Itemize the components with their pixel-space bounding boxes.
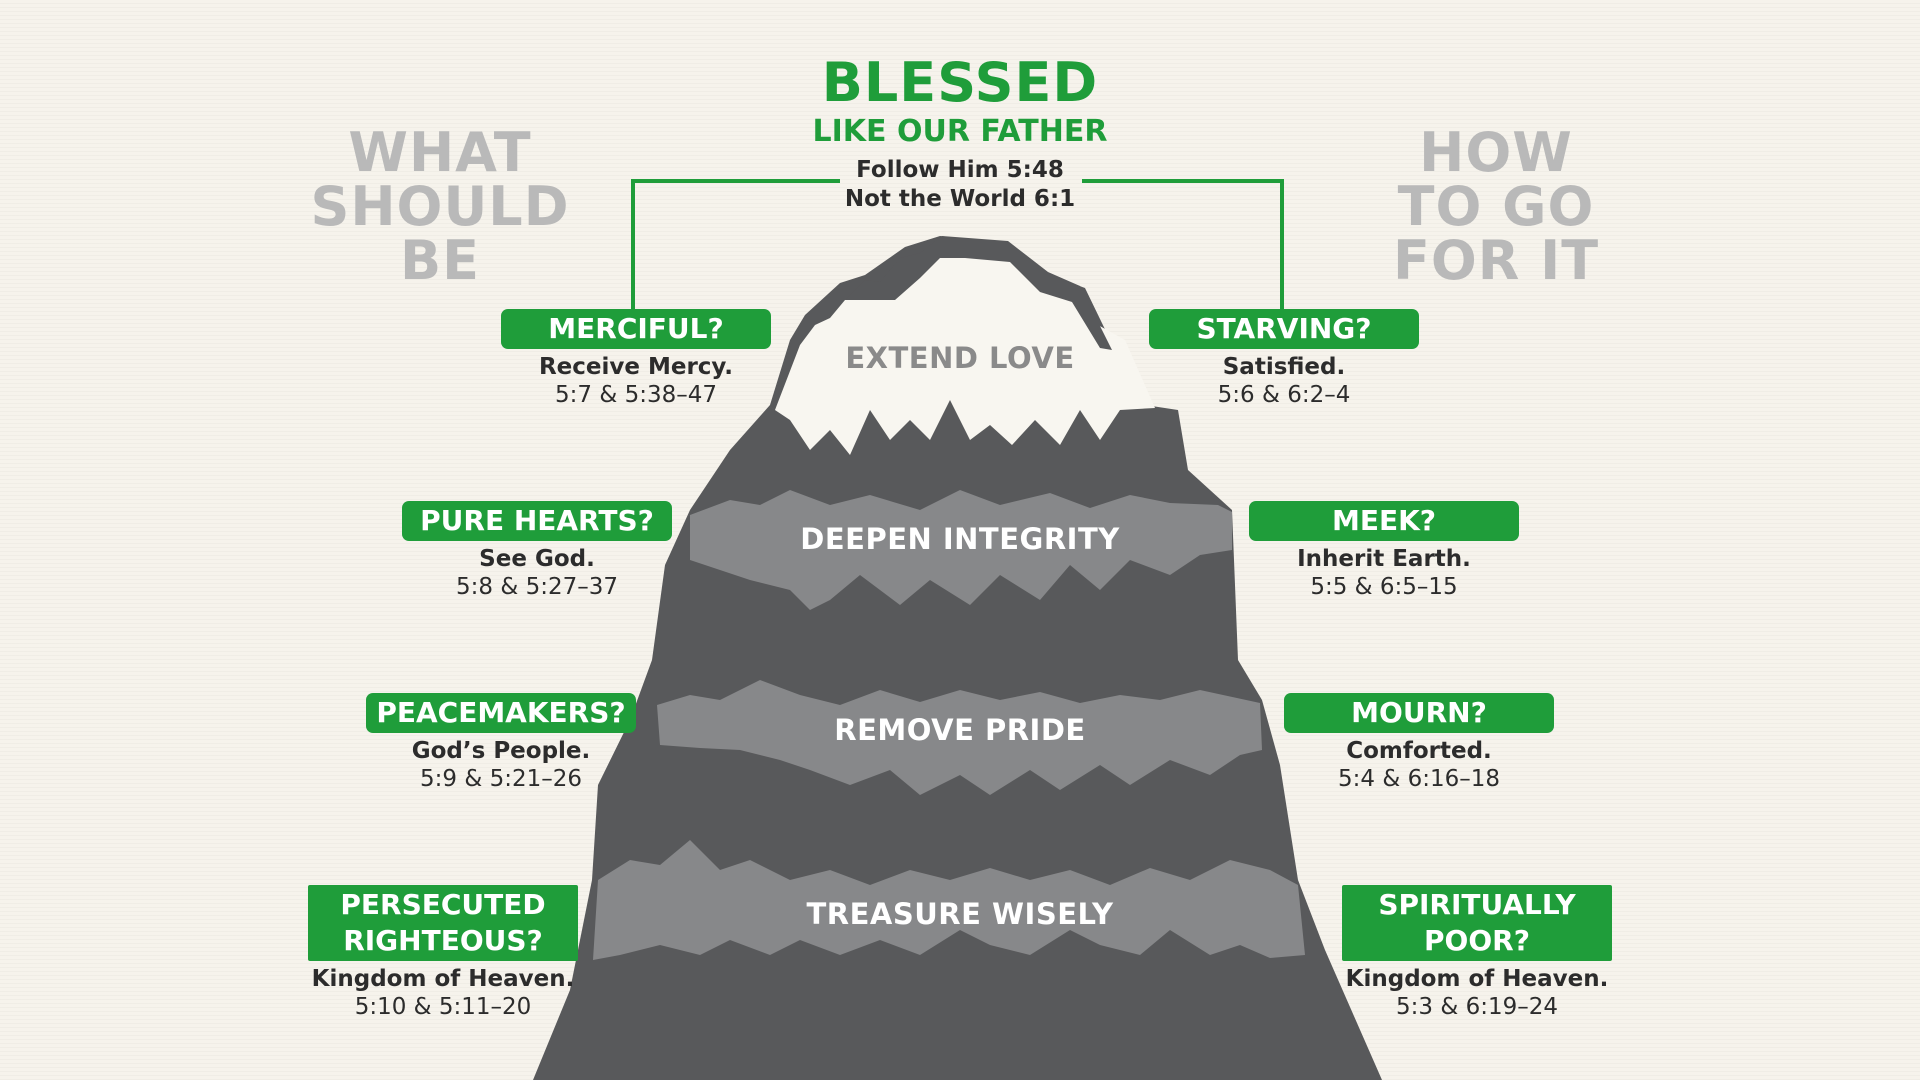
right-heading-line: FOR IT xyxy=(1392,229,1600,292)
meek-result: Inherit Earth. xyxy=(1297,546,1471,572)
rock-band-1 xyxy=(690,490,1232,610)
persecuted-righteous-label: PERSECUTED RIGHTEOUS? xyxy=(308,885,578,961)
persecuted-label-line: RIGHTEOUS? xyxy=(343,924,543,957)
follow-him-line: Follow Him 5:48 xyxy=(856,157,1064,183)
merciful-result: Receive Mercy. xyxy=(538,354,734,380)
peacemakers-desc: God’s People. 5:9 & 5:21–26 xyxy=(351,737,651,793)
spiritually-label-line: POOR? xyxy=(1424,924,1530,957)
right-heading-line: HOW xyxy=(1419,121,1573,184)
persecuted-ref: 5:10 & 5:11–20 xyxy=(354,994,532,1020)
mourn-label: MOURN? xyxy=(1284,693,1554,733)
persecuted-result: Kingdom of Heaven. xyxy=(311,966,575,992)
mourn-result: Comforted. xyxy=(1346,738,1492,764)
rock-band-3 xyxy=(593,840,1305,960)
meek-label: MEEK? xyxy=(1249,501,1519,541)
peacemakers-ref: 5:9 & 5:21–26 xyxy=(420,766,582,792)
page-subtitle: LIKE OUR FATHER xyxy=(812,114,1108,149)
pure-hearts-label: PURE HEARTS? xyxy=(402,501,672,541)
rock-band-2 xyxy=(657,680,1262,795)
layer-label-treasure-wisely: TREASURE WISELY xyxy=(806,897,1114,931)
spiritually-poor-label: SPIRITUALLY POOR? xyxy=(1342,885,1612,961)
mourn-ref: 5:4 & 6:16–18 xyxy=(1338,766,1500,792)
peacemakers-result: God’s People. xyxy=(411,738,591,764)
left-heading-line: SHOULD xyxy=(310,175,570,238)
peacemakers-label: PEACEMAKERS? xyxy=(366,693,636,733)
spiritually-label-line: SPIRITUALLY xyxy=(1378,888,1576,921)
merciful-label: MERCIFUL? xyxy=(501,309,771,349)
left-heading-line: BE xyxy=(399,229,481,292)
meek-desc: Inherit Earth. 5:5 & 6:5–15 xyxy=(1234,545,1534,601)
right-side-heading: HOW TO GO FOR IT xyxy=(1336,126,1656,288)
pure-hearts-desc: See God. 5:8 & 5:27–37 xyxy=(387,545,687,601)
layer-label-deepen-integrity: DEEPEN INTEGRITY xyxy=(800,522,1120,556)
starving-result: Satisfied. xyxy=(1222,354,1346,380)
meek-ref: 5:5 & 6:5–15 xyxy=(1310,574,1458,600)
mourn-desc: Comforted. 5:4 & 6:16–18 xyxy=(1269,737,1569,793)
left-heading-line: WHAT xyxy=(348,121,532,184)
persecuted-label-line: PERSECUTED xyxy=(340,888,546,921)
peak-crown xyxy=(845,236,1112,350)
layer-label-remove-pride: REMOVE PRIDE xyxy=(834,713,1086,747)
spiritually-poor-result: Kingdom of Heaven. xyxy=(1345,966,1609,992)
merciful-ref: 5:7 & 5:38–47 xyxy=(555,382,717,408)
merciful-desc: Receive Mercy. 5:7 & 5:38–47 xyxy=(486,353,786,409)
starving-desc: Satisfied. 5:6 & 6:2–4 xyxy=(1134,353,1434,409)
persecuted-desc: Kingdom of Heaven. 5:10 & 5:11–20 xyxy=(293,965,593,1021)
connector-left xyxy=(631,179,840,310)
pure-hearts-ref: 5:8 & 5:27–37 xyxy=(456,574,618,600)
spiritually-poor-desc: Kingdom of Heaven. 5:3 & 6:19–24 xyxy=(1327,965,1627,1021)
page-title: BLESSED xyxy=(821,51,1099,114)
layer-label-extend-love: EXTEND LOVE xyxy=(845,341,1075,375)
starving-label: STARVING? xyxy=(1149,309,1419,349)
pure-hearts-result: See God. xyxy=(479,546,595,572)
not-the-world-line: Not the World 6:1 xyxy=(844,186,1076,212)
right-heading-line: TO GO xyxy=(1397,175,1595,238)
spiritually-poor-ref: 5:3 & 6:19–24 xyxy=(1396,994,1558,1020)
left-side-heading: WHAT SHOULD BE xyxy=(280,126,600,288)
snow-cap xyxy=(760,250,1155,455)
starving-ref: 5:6 & 6:2–4 xyxy=(1217,382,1351,408)
connector-right xyxy=(1082,179,1284,310)
